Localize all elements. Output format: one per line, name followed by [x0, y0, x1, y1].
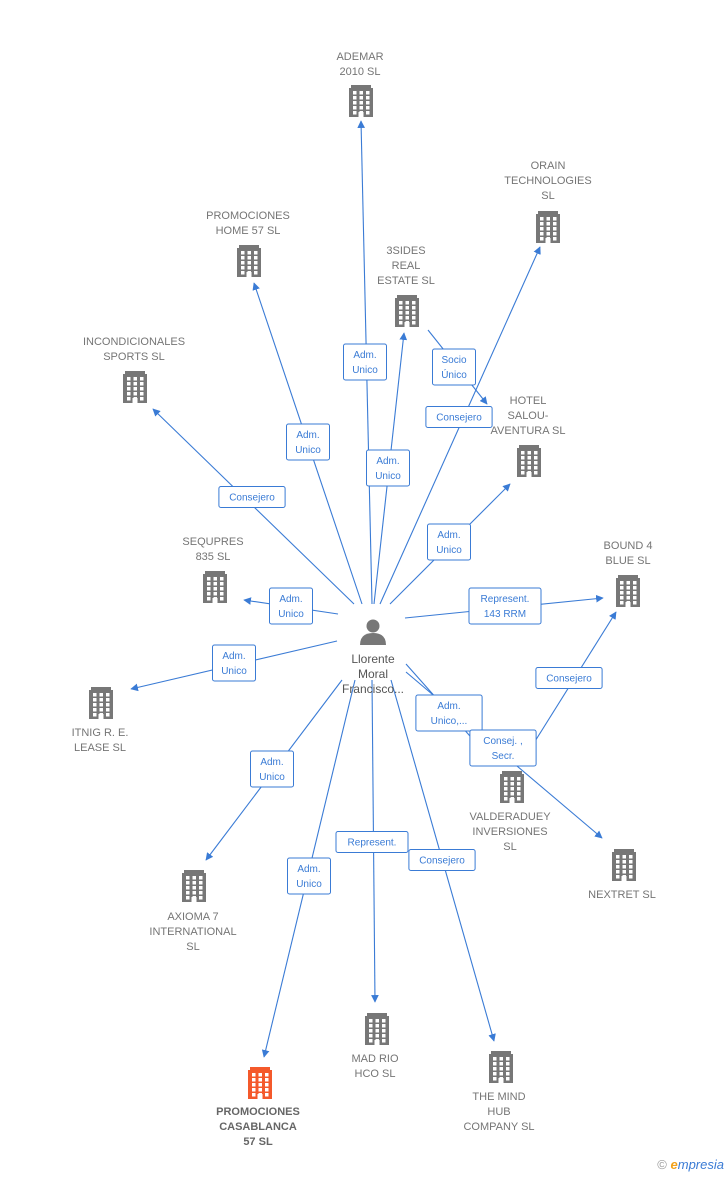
- building-icon-mindhub[interactable]: [489, 1051, 513, 1083]
- copyright-symbol: ©: [657, 1157, 667, 1172]
- building-icon-ademar[interactable]: [349, 85, 373, 117]
- edge-label-person-to-mindhub[interactable]: Consejero: [408, 849, 476, 871]
- building-icon-casablanca[interactable]: [248, 1067, 272, 1099]
- building-icon-valde[interactable]: [500, 771, 524, 803]
- edge-label-text: Adm.Unico: [352, 350, 378, 376]
- edge-label-text: Consejero: [436, 413, 482, 424]
- edge-label-text: Adm.Unico: [221, 651, 247, 677]
- edge-label-valde-to-bound[interactable]: Consejero: [535, 667, 603, 689]
- building-icon-sides[interactable]: [395, 295, 419, 327]
- person-icon[interactable]: [360, 619, 386, 646]
- building-icon-itnig[interactable]: [89, 687, 113, 719]
- edge-label-text: Adm.Unico: [436, 530, 462, 556]
- edge-label-text: Represent.143 RRM: [481, 594, 530, 620]
- edge-label-person-to-sides[interactable]: Adm.Unico: [366, 449, 410, 487]
- edge-label-text: Represent.: [348, 838, 397, 849]
- building-icon-promo57[interactable]: [237, 245, 261, 277]
- company-label-itnig: ITNIG R. E.LEASE SL: [72, 727, 129, 754]
- edge-label-person-to-bound[interactable]: Represent.143 RRM: [468, 587, 542, 625]
- edge-label-person-to-orain[interactable]: Consejero: [425, 406, 493, 428]
- edge-label-text: Adm.Unico: [259, 757, 285, 783]
- edge-label-text: Consejero: [419, 856, 465, 867]
- edge-label-person-to-valde[interactable]: Adm.Unico,...: [415, 694, 483, 732]
- edge-label-text: Consejero: [546, 674, 592, 685]
- edge-label-text: Adm.Unico: [295, 430, 321, 456]
- edge-label-person-to-incond[interactable]: Consejero: [218, 486, 286, 508]
- building-icon-axioma[interactable]: [182, 870, 206, 902]
- edge-label-text: Adm.Unico: [375, 456, 401, 482]
- edge-label-person-to-sequpres[interactable]: Adm.Unico: [269, 587, 313, 625]
- edge-labels-layer: Adm.UnicoConsejeroAdm.UnicoAdm.UnicoSoci…: [212, 343, 603, 895]
- brand-logo-e: e: [670, 1157, 678, 1172]
- edge-label-person-to-itnig[interactable]: Adm.Unico: [212, 644, 256, 682]
- edge-label-text: Adm.Unico: [296, 864, 322, 890]
- edge-label-person-to-axioma[interactable]: Adm.Unico: [250, 750, 294, 788]
- edge-label-text: Consej. ,Secr.: [483, 736, 522, 762]
- building-icon-nextret[interactable]: [612, 849, 636, 881]
- edge-label-person-to-nextret[interactable]: Consej. ,Secr.: [469, 729, 537, 767]
- building-icon-incond[interactable]: [123, 371, 147, 403]
- edge-label-person-to-casablanca[interactable]: Adm.Unico: [287, 857, 331, 895]
- edge-label-person-to-promo57[interactable]: Adm.Unico: [286, 423, 330, 461]
- empresia-brand[interactable]: © empresia: [657, 1157, 724, 1172]
- edge-label-person-to-ademar[interactable]: Adm.Unico: [343, 343, 387, 381]
- brand-logo-text: mpresia: [677, 1157, 724, 1172]
- edge-label-text: Adm.Unico,...: [431, 701, 468, 727]
- building-icon-sequpres[interactable]: [203, 571, 227, 603]
- edge-label-text: Adm.Unico: [278, 594, 304, 620]
- building-icon-madrio[interactable]: [365, 1013, 389, 1045]
- building-icon-bound[interactable]: [616, 575, 640, 607]
- company-label-nextret: NEXTRET SL: [588, 889, 656, 901]
- edge-label-text: Consejero: [229, 493, 275, 504]
- edge-label-person-to-hotel[interactable]: Adm.Unico: [427, 523, 471, 561]
- building-icon-hotel[interactable]: [517, 445, 541, 477]
- edge-label-person-to-madrio[interactable]: Represent.: [335, 831, 409, 853]
- building-icon-orain[interactable]: [536, 211, 560, 243]
